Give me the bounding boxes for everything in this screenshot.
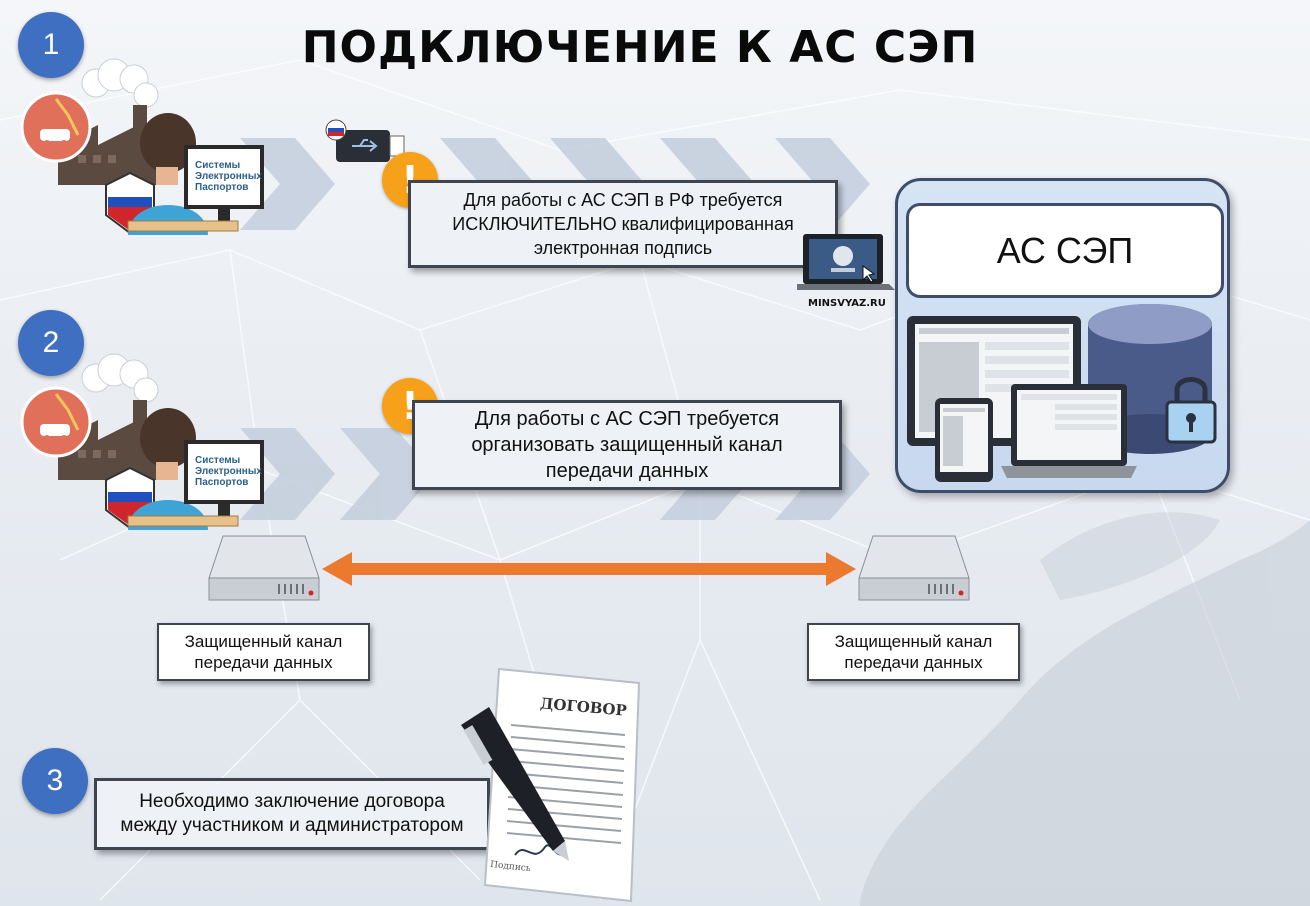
participant-illustration-1 [20,58,264,235]
laptop-caption: MINSVYAZ.RU [808,298,886,309]
note-contract-text: Необходимо заключение договора между уча… [120,791,464,836]
double-arrow-icon [322,552,856,586]
channel-label-right: Защищенный канал передачи данных [807,623,1020,681]
server-left-icon [208,535,320,601]
laptop-icon [797,234,895,290]
note-secure-channel: Для работы с АС СЭП требуется организова… [412,400,842,490]
channel-label-left: Защищенный канал передачи данных [157,623,370,681]
step-badge-2: 2 [18,310,84,376]
note-qualified-signature-text: Для работы с АС СЭП в РФ требуется ИСКЛЮ… [452,190,794,258]
note-contract: Необходимо заключение договора между уча… [94,778,490,850]
system-devices-illustration [907,304,1217,482]
participant-illustration-2 [20,353,264,530]
server-right-icon [858,535,970,601]
note-qualified-signature: Для работы с АС СЭП в РФ требуется ИСКЛЮ… [408,180,838,268]
system-label: АС СЭП [906,203,1224,298]
step-badge-1: 1 [18,12,84,78]
monitor-label-2: Системы Электронных Паспортов [195,455,262,488]
page-title: ПОДКЛЮЧЕНИЕ К АС СЭП [301,22,979,73]
monitor-label-1: Системы Электронных Паспортов [195,160,262,193]
pen-icon [461,707,569,861]
note-secure-channel-text: Для работы с АС СЭП требуется организова… [471,408,783,482]
usb-token-icon [325,119,405,162]
step-badge-3: 3 [22,748,88,814]
contract-document-icon [461,667,641,903]
lock-icon [1165,377,1217,444]
